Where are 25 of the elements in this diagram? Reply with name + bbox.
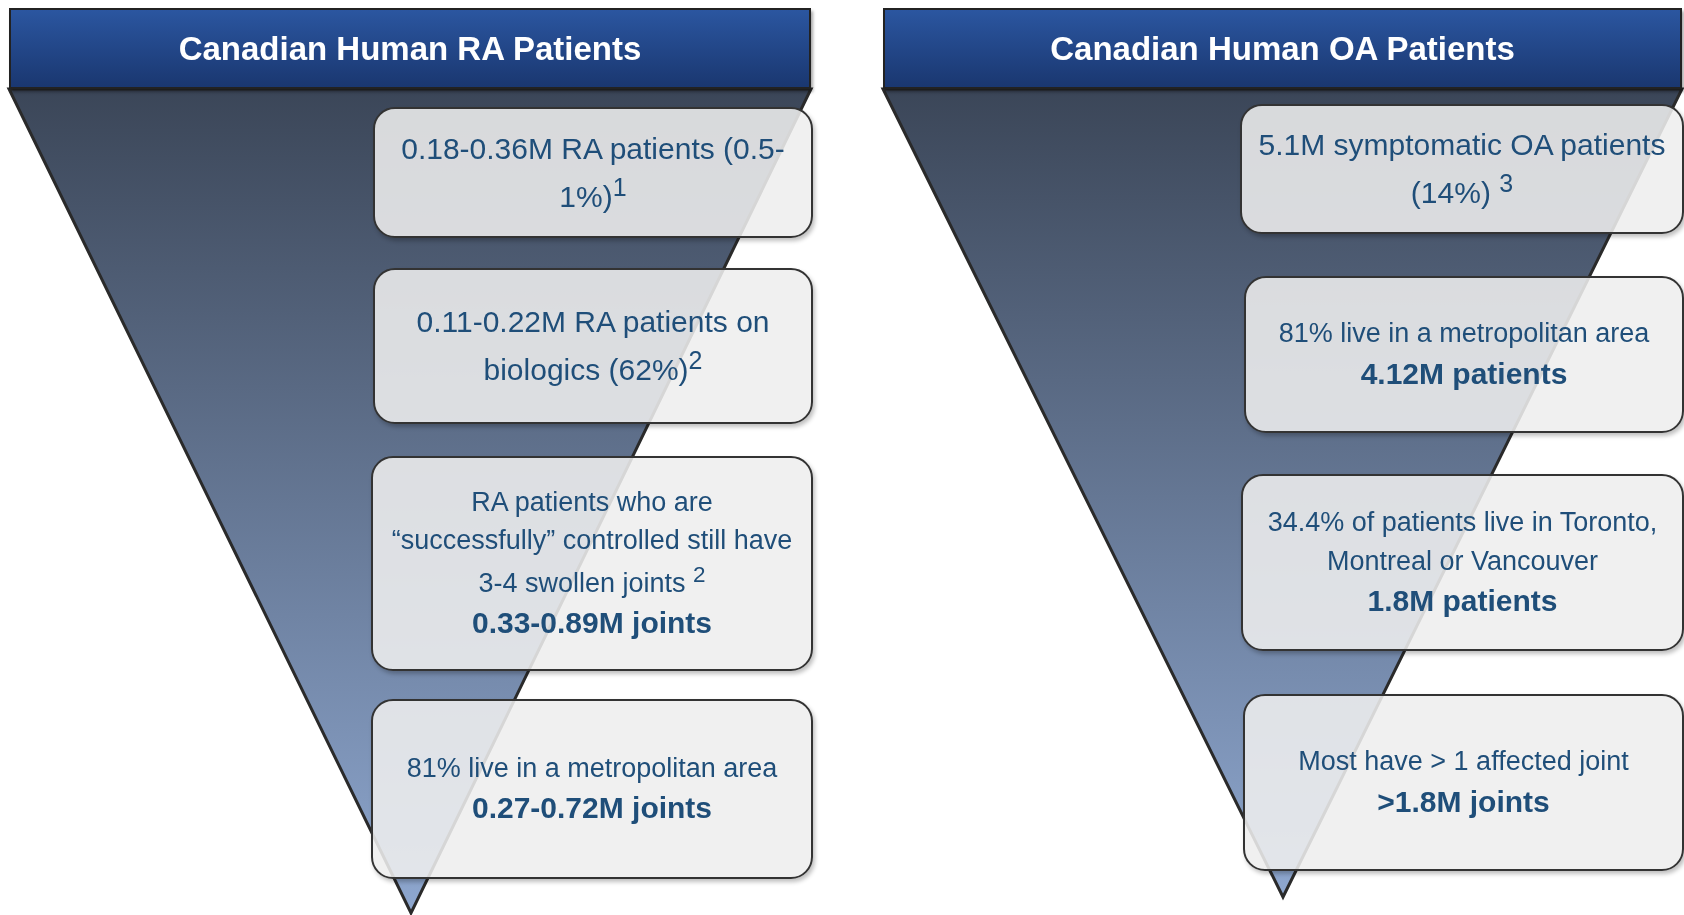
count-text: 0.33-0.89M joints bbox=[471, 605, 713, 642]
info-box bbox=[373, 268, 813, 424]
count-text: 4.12M patients bbox=[1360, 355, 1568, 392]
count-text: >1.8M joints bbox=[1377, 783, 1550, 820]
info-box bbox=[373, 107, 813, 238]
count-text: 1.8M patients bbox=[1367, 582, 1558, 619]
info-box bbox=[371, 699, 813, 879]
description-text: 0.11-0.22M RA patients on biologics (62%)$^{2}$ bbox=[415, 304, 771, 388]
count-text: 0.27-0.72M joints bbox=[471, 790, 713, 827]
info-box bbox=[1243, 694, 1684, 871]
info-box bbox=[1240, 104, 1684, 234]
description-text: 34.4% of patients live in Toronto, Montreal or Vancouver bbox=[1266, 506, 1659, 578]
description-text: 81% live in a metropolitan area bbox=[1278, 317, 1650, 351]
description-text: 5.1M symptomatic OA patients (14%) $^{3}$ bbox=[1257, 127, 1667, 211]
description-text: Most have > 1 affected joint bbox=[1298, 745, 1629, 779]
header-band bbox=[9, 8, 811, 89]
header-band bbox=[883, 8, 1682, 89]
description-text: RA patients who are “successfully” controlled still have 3-4 swollen joints $^{2}$ bbox=[390, 485, 794, 601]
description-text: 81% live in a metropolitan area bbox=[406, 751, 778, 785]
header-title: Canadian Human RA Patients bbox=[178, 29, 642, 68]
info-box bbox=[371, 456, 813, 671]
info-box bbox=[1241, 474, 1684, 651]
description-text: 0.18-0.36M RA patients (0.5-1%)$^{1}$ bbox=[400, 130, 786, 215]
info-box bbox=[1244, 276, 1684, 433]
header-title: Canadian Human OA Patients bbox=[1050, 29, 1515, 68]
